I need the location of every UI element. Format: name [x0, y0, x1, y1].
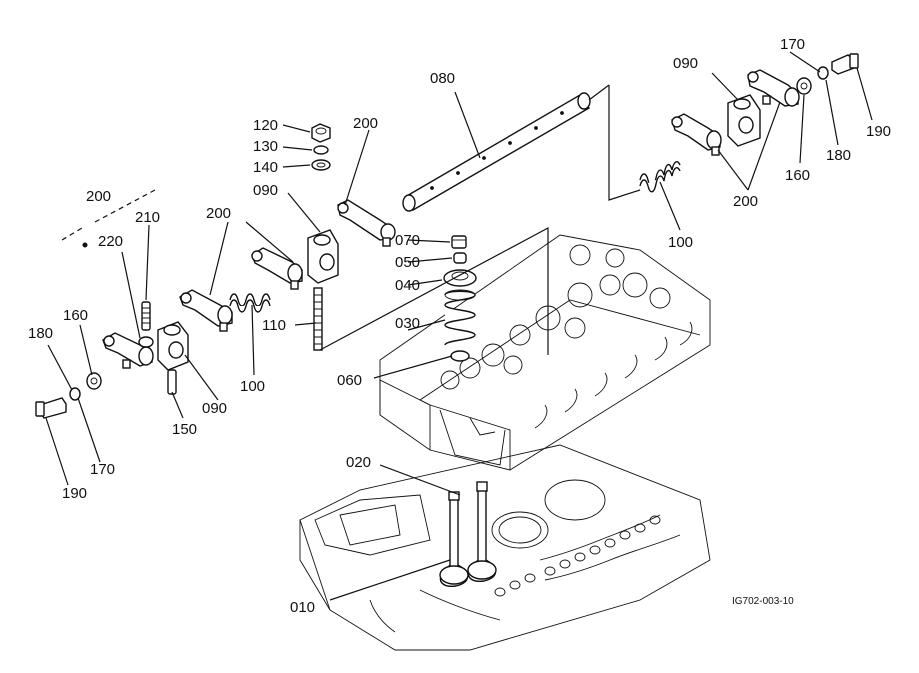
part-labels: 010 020 030 040 050 070 060 080 090 120 … — [28, 36, 891, 616]
left-bolt-stack — [35, 372, 102, 419]
right-bolt-stack — [796, 53, 859, 95]
label-060: 060 — [337, 372, 362, 389]
label-100-right: 100 — [668, 234, 693, 251]
label-130: 130 — [253, 138, 278, 155]
label-090-left: 090 — [202, 400, 227, 417]
rocker-shaft — [402, 92, 591, 212]
plain-washer — [311, 159, 331, 171]
label-080: 080 — [430, 70, 455, 87]
label-190-right: 190 — [866, 123, 891, 140]
rocker-arm-right-a — [671, 113, 722, 156]
group-bracket — [61, 189, 156, 248]
label-180-right: 180 — [826, 147, 851, 164]
leader-lines — [45, 51, 873, 601]
label-020: 020 — [346, 454, 371, 471]
label-200-right: 200 — [733, 193, 758, 210]
label-070: 070 — [395, 232, 420, 249]
label-160-right: 160 — [785, 167, 810, 184]
label-110: 110 — [262, 317, 286, 334]
rocker-arm-center — [337, 199, 396, 247]
engine-block — [299, 444, 711, 651]
nut — [311, 123, 331, 143]
valve-exhaust — [467, 481, 497, 582]
valve-intake — [439, 491, 469, 587]
alignment-lines — [319, 84, 641, 355]
rocker-arm-left-b — [251, 247, 303, 290]
rocker-spring-right — [639, 161, 681, 193]
cylinder-head — [379, 234, 711, 471]
label-050: 050 — [395, 254, 420, 271]
valve-stem-seal — [450, 350, 470, 362]
label-210: 210 — [135, 209, 160, 226]
label-140: 140 — [253, 159, 278, 176]
pin — [167, 369, 177, 395]
label-150: 150 — [172, 421, 197, 438]
rocker-bracket-right — [727, 94, 761, 147]
rocker-spring-left — [229, 293, 271, 313]
valve-cap — [451, 235, 467, 249]
label-090-center: 090 — [253, 182, 278, 199]
label-120: 120 — [253, 117, 278, 134]
rocker-bracket-center — [307, 229, 339, 284]
label-190-left: 190 — [62, 485, 87, 502]
label-040: 040 — [395, 277, 420, 294]
valve-collet — [453, 252, 467, 264]
label-030: 030 — [395, 315, 420, 332]
rocker-bracket-left — [157, 321, 189, 371]
label-090-right: 090 — [673, 55, 698, 72]
spring-washer — [313, 145, 329, 155]
label-200-center: 200 — [353, 115, 378, 132]
stud-bolt — [313, 287, 323, 351]
label-200-left: 200 — [206, 205, 231, 222]
label-010: 010 — [290, 599, 315, 616]
label-170-left: 170 — [90, 461, 115, 478]
label-200-group: 200 — [86, 188, 111, 205]
spring-retainer — [443, 269, 477, 287]
label-100-left: 100 — [240, 378, 265, 395]
lock-nut — [138, 336, 154, 348]
rocker-arm-left-a — [179, 289, 233, 332]
rocker-arm-right-b — [747, 69, 800, 107]
valve-spring — [444, 289, 476, 346]
adjusting-screw — [141, 301, 151, 331]
label-220: 220 — [98, 233, 123, 250]
label-170-right: 170 — [780, 36, 805, 53]
label-160-left: 160 — [63, 307, 88, 324]
reference-code: IG702-003-10 — [732, 596, 794, 607]
label-180-left: 180 — [28, 325, 53, 342]
